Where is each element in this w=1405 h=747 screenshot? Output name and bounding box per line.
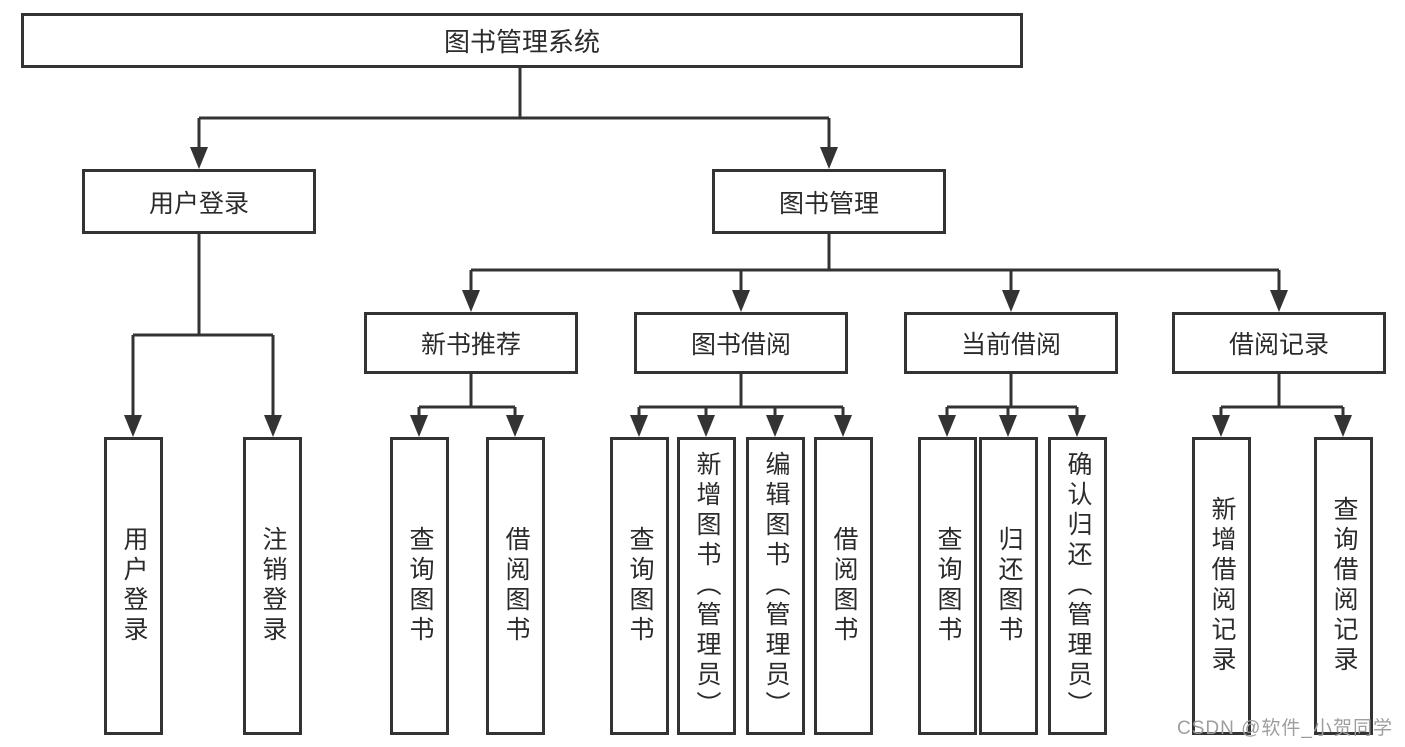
node-book-borrowing: 图书借阅 (634, 312, 848, 374)
node-borrowing-records: 借阅记录 (1172, 312, 1386, 374)
node-label: 图书借阅 (690, 331, 791, 359)
leaf-label: 新增借阅记录 (1208, 496, 1236, 676)
leaf-label: 新增图书（管理员） (693, 451, 721, 721)
leaf-borrow-books-newbooks: 借阅图书 (486, 437, 545, 735)
node-label: 图书管理系统 (443, 27, 600, 57)
node-book-management: 图书管理 (712, 169, 946, 234)
node-new-book-recommendation: 新书推荐 (364, 312, 578, 374)
node-label: 用户登录 (148, 189, 249, 218)
edge-user-login-to-leaves (124, 234, 282, 437)
node-label: 借阅记录 (1228, 331, 1329, 359)
edge-book-mgmt-to-level3 (462, 234, 1288, 312)
leaf-query-books-newbooks: 查询图书 (390, 437, 449, 735)
leaf-query-borrow-record: 查询借阅记录 (1314, 437, 1373, 735)
leaf-edit-books-admin: 编辑图书（管理员） (746, 437, 805, 735)
node-label: 当前借阅 (960, 331, 1061, 359)
node-label: 图书管理 (778, 189, 879, 218)
csdn-watermark: CSDN @软件_小贺同学 (1177, 718, 1393, 739)
leaf-label: 查询图书 (934, 526, 962, 646)
leaf-user-login: 用户登录 (104, 437, 163, 735)
leaf-label: 编辑图书（管理员） (762, 451, 790, 721)
edge-current-borrow-to-leaves (938, 374, 1086, 437)
leaf-label: 查询借阅记录 (1330, 496, 1358, 676)
edge-borrow-records-to-leaves (1212, 374, 1352, 437)
edge-book-borrow-to-leaves (630, 374, 852, 437)
edge-new-books-to-leaves (410, 374, 524, 437)
leaf-add-borrow-record: 新增借阅记录 (1192, 437, 1251, 735)
leaf-label: 注销登录 (259, 526, 287, 646)
edge-root-to-level2 (190, 68, 838, 169)
leaf-label: 查询图书 (626, 526, 654, 646)
node-label: 新书推荐 (420, 331, 521, 359)
leaf-label: 借阅图书 (502, 526, 530, 646)
node-current-borrowing: 当前借阅 (904, 312, 1118, 374)
node-user-login: 用户登录 (82, 169, 316, 234)
leaf-logout: 注销登录 (243, 437, 302, 735)
leaf-borrow-books: 借阅图书 (814, 437, 873, 735)
leaf-return-books: 归还图书 (979, 437, 1038, 735)
leaf-label: 归还图书 (995, 526, 1023, 646)
leaf-confirm-return-admin: 确认归还（管理员） (1048, 437, 1107, 735)
leaf-query-books-borrow: 查询图书 (610, 437, 669, 735)
leaf-label: 查询图书 (406, 526, 434, 646)
leaf-label: 借阅图书 (830, 526, 858, 646)
leaf-label: 用户登录 (120, 526, 148, 646)
node-library-management-system: 图书管理系统 (21, 13, 1023, 68)
leaf-add-books-admin: 新增图书（管理员） (677, 437, 736, 735)
leaf-label: 确认归还（管理员） (1064, 451, 1092, 721)
leaf-query-books-current: 查询图书 (918, 437, 977, 735)
